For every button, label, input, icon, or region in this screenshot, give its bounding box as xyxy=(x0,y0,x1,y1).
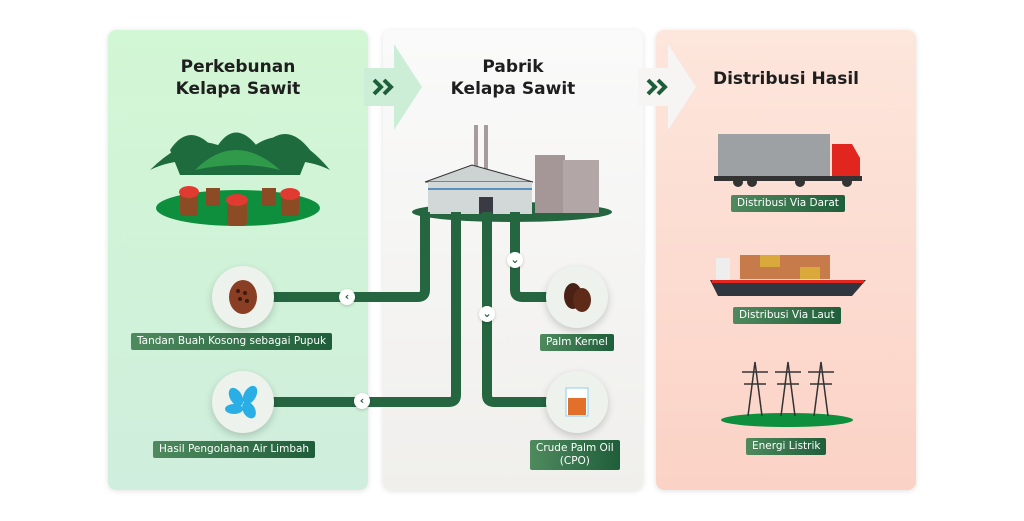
palm-kernel-icon xyxy=(564,283,591,312)
pipe-to-cpo xyxy=(482,212,548,407)
fruit-bunch-node xyxy=(212,266,274,328)
truck-illustration xyxy=(714,134,862,187)
waste-water-node xyxy=(212,371,274,433)
label-electricity: Energi Listrik xyxy=(746,438,827,455)
label-sea-distribution: Distribusi Via Laut xyxy=(733,307,841,324)
chevron-left-icon: ‹ xyxy=(339,289,355,305)
palm-fruit-bunch-icon xyxy=(229,280,257,314)
label-waste-water: Hasil Pengolahan Air Limbah xyxy=(153,441,316,458)
label-fruit-bunch: Tandan Buah Kosong sebagai Pupuk xyxy=(131,333,333,350)
chevron-down-icon: ⌄ xyxy=(479,306,495,322)
chevron-down-icon: ⌄ xyxy=(507,252,523,268)
plantation-title: Perkebunan Kelapa Sawit xyxy=(175,57,301,99)
arrow-factory-to-distribution xyxy=(638,44,696,130)
cpo-node xyxy=(546,371,608,433)
arrow-plantation-to-factory xyxy=(364,44,422,130)
oil-beaker-icon xyxy=(565,387,589,417)
cargo-ship-illustration xyxy=(710,255,866,296)
palm-kernel-node xyxy=(546,266,608,328)
distribution-title: Distribusi Hasil xyxy=(712,69,859,89)
pipe-to-waste-water xyxy=(270,212,461,407)
label-land-distribution: Distribusi Via Darat xyxy=(731,195,845,212)
label-palm-kernel: Palm Kernel xyxy=(540,334,614,351)
power-pylons-illustration xyxy=(721,361,853,427)
factory-title: Pabrik Kelapa Sawit xyxy=(450,57,576,99)
double-chevron-icon xyxy=(372,78,394,96)
chevron-left-icon: ‹ xyxy=(354,393,370,409)
pipe-to-palm-kernel xyxy=(510,212,548,302)
pipe-to-fruit-bunch xyxy=(270,212,430,302)
label-cpo: Crude Palm Oil (CPO) xyxy=(530,440,620,470)
palm-plantation-illustration xyxy=(150,132,330,226)
pipe-network xyxy=(270,212,548,407)
water-splash-icon xyxy=(225,385,258,419)
double-chevron-icon xyxy=(646,78,668,96)
factory-illustration xyxy=(412,125,612,222)
